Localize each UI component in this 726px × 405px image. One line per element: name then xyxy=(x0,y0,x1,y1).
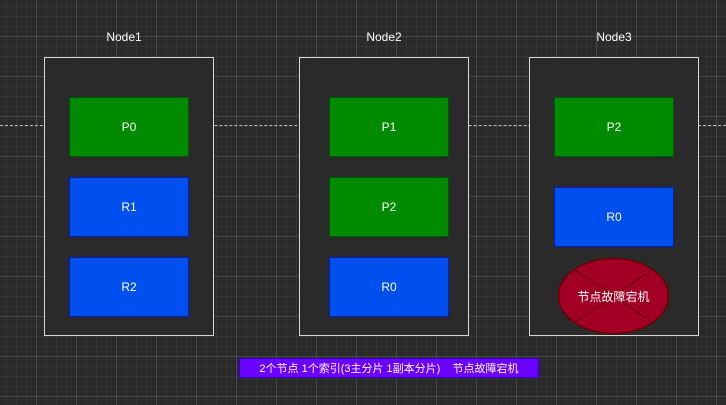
node2-shard-p2[interactable]: P2 xyxy=(329,177,449,237)
node2-label: Node2 xyxy=(366,30,402,44)
node3-shard-p2[interactable]: P2 xyxy=(554,97,674,157)
node3-shard-r0[interactable]: R0 xyxy=(554,187,674,247)
diagram-caption: 2个节点 1个索引(3主分片 1副本分片) 节点故障宕机 xyxy=(239,358,539,378)
failure-label: 节点故障宕机 xyxy=(577,289,650,304)
node2-shard-p1[interactable]: P1 xyxy=(329,97,449,157)
node2-shard-r0[interactable]: R0 xyxy=(329,257,449,317)
node-failure-marker[interactable]: 节点故障宕机 xyxy=(557,257,670,335)
node1-shard-r2[interactable]: R2 xyxy=(69,257,189,317)
failure-x-circle-icon xyxy=(557,257,670,335)
node1-shard-p0[interactable]: P0 xyxy=(69,97,189,157)
node1-shard-r1[interactable]: R1 xyxy=(69,177,189,237)
node1-label: Node1 xyxy=(106,30,142,44)
node3-label: Node3 xyxy=(596,30,632,44)
